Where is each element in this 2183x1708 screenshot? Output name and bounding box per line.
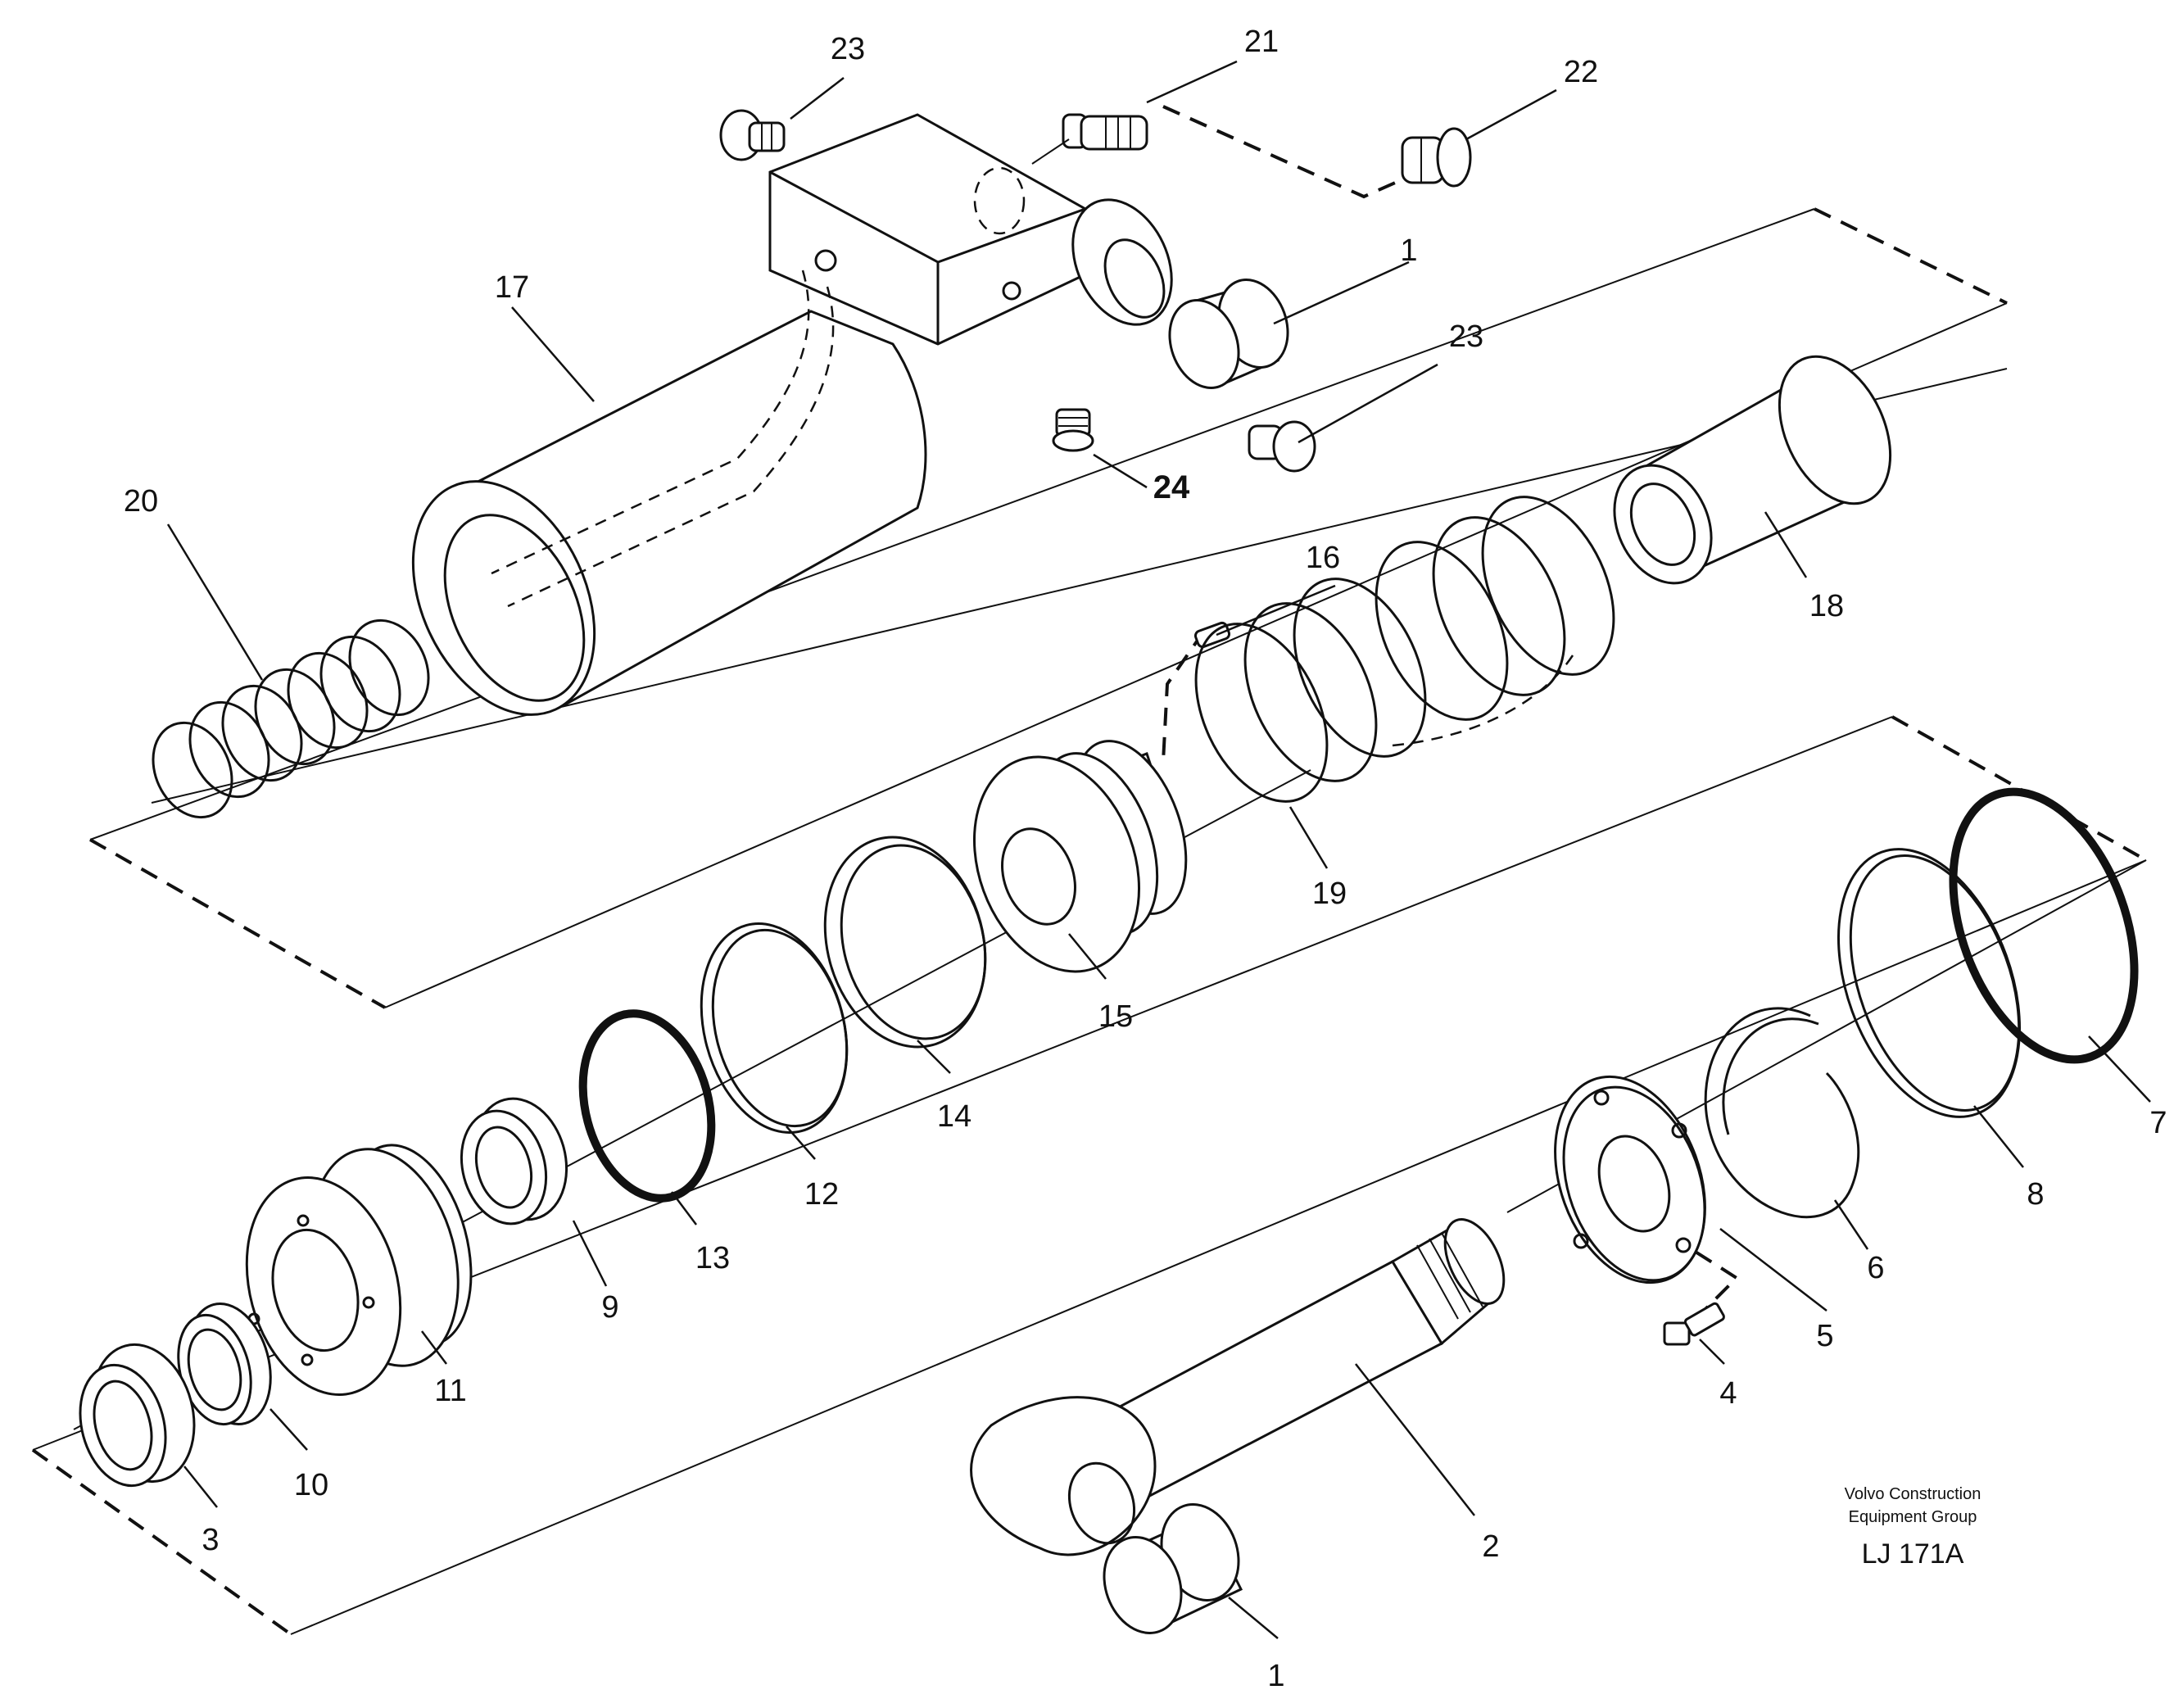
callout-1-top: 1 [1400,233,1417,268]
callout-4: 4 [1719,1376,1737,1411]
part-20-spring-left [152,618,430,819]
part-6-snap-ring [1704,1007,1860,1219]
callout-2: 2 [1482,1529,1499,1564]
callout-15: 15 [1098,999,1133,1034]
part-8-seal-ring [1837,848,2022,1118]
part-23-plug-top [719,109,786,161]
callout-19: 19 [1312,877,1347,911]
callout-11: 11 [434,1374,466,1408]
callout-numbers: 23 21 22 1 23 24 17 20 16 18 19 15 14 12… [124,25,2167,1693]
part-14-wear-ring [823,836,987,1049]
part-1-bushing-top [1168,279,1289,389]
callout-22: 22 [1564,55,1598,89]
callout-8: 8 [2027,1177,2044,1212]
callout-7: 7 [2149,1106,2167,1140]
part-4-bolt [1663,1302,1725,1346]
leader-lines [166,60,2151,1639]
callout-23-right: 23 [1449,319,1483,354]
callout-21: 21 [1244,25,1279,59]
credit-line-2: Equipment Group [1849,1508,1977,1526]
callout-1-bottom: 1 [1267,1659,1284,1693]
callout-23-top: 23 [831,32,865,66]
part-13-o-ring [578,1009,716,1203]
part-9-bushing [460,1097,568,1226]
part-3-scraper [79,1343,196,1488]
part-22-plug-right [1401,127,1472,188]
callout-20: 20 [124,484,158,519]
part-17-cylinder-barrel [411,113,1173,716]
part-19-spring-large [1194,496,1615,803]
part-18-guide-tube [1613,355,1892,585]
callout-13: 13 [695,1241,730,1275]
part-1-bushing-bottom [1103,1503,1243,1634]
part-10-wiper [177,1302,272,1426]
part-5-flange [1554,1075,1706,1284]
callout-24: 24 [1153,469,1190,505]
dashed-leader-21-22 [1162,105,1402,199]
callout-6: 6 [1867,1251,1884,1285]
drawing-number: LJ 171A [1862,1538,1964,1570]
credit-block: Volvo Construction Equipment Group LJ 17… [1845,1485,1981,1570]
part-11-cylinder-head [245,1144,473,1396]
callout-14: 14 [937,1099,971,1134]
callout-16: 16 [1306,541,1340,575]
part-24-bleed-screw [1052,408,1094,452]
part-21-nipple [1031,113,1148,165]
part-7-backup-ring [1949,787,2139,1064]
callout-17: 17 [495,270,529,305]
callout-12: 12 [804,1177,839,1212]
callout-10: 10 [294,1468,328,1502]
callout-18: 18 [1809,589,1844,623]
dashed-leader-16 [1162,629,1206,763]
part-2-piston-rod [970,1218,1506,1556]
callout-5: 5 [1816,1319,1833,1353]
part-23-screw-right [1248,420,1316,473]
credit-line-1: Volvo Construction [1845,1485,1981,1503]
part-15-piston [972,740,1188,973]
callout-3: 3 [202,1523,219,1557]
callout-9: 9 [601,1290,618,1325]
part-12-seal-ring [700,922,849,1134]
